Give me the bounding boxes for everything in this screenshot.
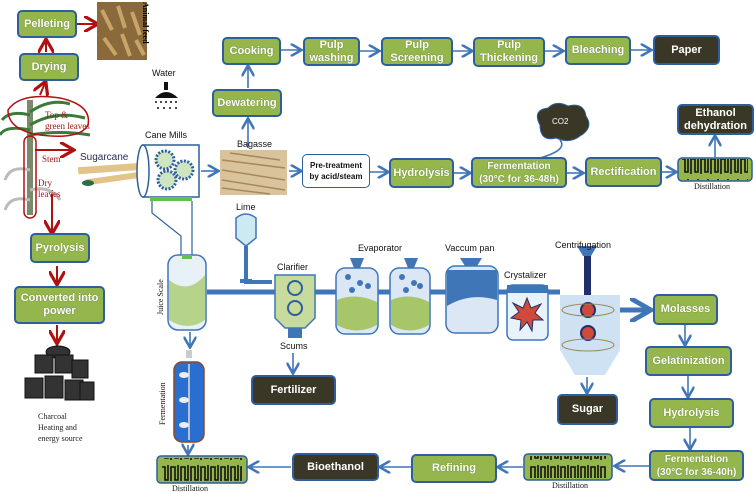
- drying-box: Drying: [19, 53, 79, 81]
- drying-label: Drying: [31, 60, 67, 73]
- pulp-screening-line1: Pulp: [405, 38, 429, 51]
- evaporator-vessels: [335, 258, 431, 335]
- paper-product-box: Paper: [653, 35, 720, 65]
- charcoal-briquettes-image: [24, 345, 95, 401]
- sugarcane-label: Sugarcane: [80, 152, 129, 163]
- bioethanol-label: Bioethanol: [307, 460, 364, 473]
- pelleting-label: Pelleting: [24, 17, 70, 30]
- centrifugation-label: Centrifugation: [555, 240, 612, 250]
- co2-cloud: [536, 102, 590, 142]
- fermentation-box-top: Fermentation(30°C for 36-48h): [471, 157, 567, 188]
- fermentation-top-line2: (30°C for 36-48h): [479, 173, 559, 185]
- red-arrows: [35, 24, 96, 342]
- centrifuge-vessel: [560, 246, 620, 375]
- co2-label: CO2: [552, 117, 569, 126]
- fertilizer-label: Fertilizer: [270, 383, 317, 396]
- animal-feed-label: Animal feed: [141, 2, 150, 44]
- bagasse-label: Bagasse: [237, 139, 273, 149]
- bagasse-image: [220, 150, 287, 195]
- bioethanol-box: Bioethanol: [292, 453, 379, 481]
- ethanol-dehydration-line2: dehydration: [684, 119, 747, 132]
- evaporator-label: Evaporator: [358, 243, 403, 253]
- hydrolysis-box-bottom: Hydrolysis: [649, 398, 734, 428]
- cooking-label: Cooking: [229, 44, 274, 57]
- lime-label: Lime: [236, 202, 256, 212]
- lime-vessel: [235, 213, 257, 247]
- blue-arrows: [188, 50, 715, 467]
- clarifier-tank: [274, 274, 316, 338]
- molasses-box: Molasses: [653, 294, 718, 325]
- pulp-thickening-line1: Pulp: [497, 39, 521, 51]
- gelatinization-label: Gelatinization: [652, 354, 725, 367]
- water-label: Water: [152, 68, 176, 78]
- dewatering-box: Dewatering: [212, 89, 282, 117]
- sugarcane-stalk-image: [77, 162, 145, 186]
- gelatinization-box: Gelatinization: [645, 346, 732, 376]
- pulp-screening-line2: Screening: [390, 51, 444, 64]
- vacuum-pan-vessel: [445, 258, 499, 334]
- fermentation-top-line1: Fermentation: [487, 160, 551, 172]
- pulp-thickening-line2: Thickening: [479, 52, 539, 64]
- pyrolysis-box: Pyrolysis: [30, 233, 90, 263]
- distillation-label-molasses: Distillation: [552, 481, 588, 490]
- refining-box: Refining: [411, 454, 497, 483]
- sugarcane-plant-illustration: [0, 95, 91, 219]
- fermentation-box-bottom: Fermentation(30°C for 36-40h): [649, 450, 744, 481]
- sugar-box: Sugar: [557, 394, 618, 425]
- hydrolysis-box-top: Hydrolysis: [389, 158, 454, 188]
- fermentation-bottom-line2: (30°C for 36-40h): [656, 466, 737, 478]
- molasses-label: Molasses: [660, 303, 711, 315]
- cane-mill-illustration: [136, 144, 200, 258]
- fermentation-vessel-label: Fermentation: [158, 382, 167, 425]
- stem-label: Stem: [42, 154, 61, 164]
- rectification-box: Rectification: [585, 157, 662, 187]
- pretreatment-line2: by acid/steam: [309, 172, 363, 181]
- sugar-label: Sugar: [571, 403, 604, 415]
- bleaching-label: Bleaching: [571, 44, 625, 56]
- cane-mills-label: Cane Mills: [145, 130, 188, 140]
- rectification-label: Rectification: [590, 165, 657, 178]
- juice-scale-label: Juice Scale: [156, 279, 165, 315]
- ethanol-dehydration-line1: Ethanol: [695, 106, 736, 119]
- fermentation-vessel: [173, 350, 205, 443]
- bleaching-box: Bleaching: [565, 36, 631, 65]
- cooking-box: Cooking: [222, 37, 281, 65]
- pulp-washing-line2: washing: [309, 51, 354, 64]
- vaccum-pan-label: Vaccum pan: [445, 243, 495, 253]
- pyrolysis-label: Pyrolysis: [35, 241, 85, 254]
- fertilizer-box: Fertilizer: [251, 375, 336, 405]
- converted-label-line2: power: [43, 305, 76, 317]
- pulp-washing-line1: Pulp: [319, 38, 344, 51]
- refining-label: Refining: [432, 462, 476, 474]
- pretreatment-line1: Pre-treatment: [309, 161, 362, 170]
- crystalizer-vessel: [506, 284, 549, 341]
- converted-label-line1: Converted into: [20, 292, 99, 304]
- water-shower-icon: [155, 82, 178, 109]
- dewatering-label: Dewatering: [217, 96, 277, 109]
- top-green-leaves-label: Top &green leaves: [45, 110, 90, 131]
- distillation-label-juice: Distillation: [172, 484, 208, 493]
- hydrolysis-label-bottom: Hydrolysis: [663, 406, 720, 419]
- fermentation-bottom-line1: Fermentation: [664, 453, 729, 465]
- paper-label: Paper: [671, 43, 702, 56]
- distillation-label-top: Distillation: [694, 182, 730, 191]
- juice-scale-tank: [167, 254, 207, 331]
- clarifier-label: Clarifier: [277, 262, 309, 272]
- pretreatment-box: Pre-treatment by acid/steam: [302, 154, 370, 188]
- scums-label: Scums: [280, 341, 308, 351]
- hydrolysis-label-top: Hydrolysis: [393, 166, 450, 179]
- pelleting-box: Pelleting: [17, 10, 77, 38]
- crystalizer-label: Crystalizer: [504, 270, 547, 280]
- co2-curve: [539, 139, 563, 159]
